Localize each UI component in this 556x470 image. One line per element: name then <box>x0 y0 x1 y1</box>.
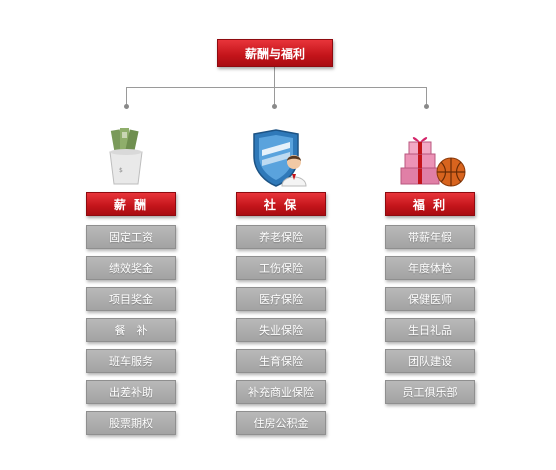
branch-dot-welfare <box>424 104 429 109</box>
money-cup-icon: $ <box>104 128 148 190</box>
welfare-item: 保健医师 <box>385 287 475 311</box>
welfare-item: 团队建设 <box>385 349 475 373</box>
branch-dot-insurance <box>272 104 277 109</box>
social-insurance-item: 生育保险 <box>236 349 326 373</box>
social-insurance-item: 住房公积金 <box>236 411 326 435</box>
shield-doctor-icon <box>250 128 308 194</box>
gift-basketball-icon <box>397 128 467 192</box>
salary-item: 固定工资 <box>86 225 176 249</box>
category-header-social-insurance: 社 保 <box>236 192 326 216</box>
salary-item: 项目奖金 <box>86 287 176 311</box>
social-insurance-item: 补充商业保险 <box>236 380 326 404</box>
welfare-item: 生日礼品 <box>385 318 475 342</box>
welfare-item: 带薪年假 <box>385 225 475 249</box>
salary-item: 股票期权 <box>86 411 176 435</box>
svg-text:$: $ <box>119 167 123 174</box>
category-header-salary: 薪 酬 <box>86 192 176 216</box>
branch-connector-insurance <box>274 87 275 105</box>
root-connector <box>274 67 275 87</box>
social-insurance-item: 养老保险 <box>236 225 326 249</box>
root-node: 薪酬与福利 <box>217 39 333 67</box>
horizontal-connector <box>126 87 426 88</box>
social-insurance-item: 失业保险 <box>236 318 326 342</box>
branch-connector-salary <box>126 87 127 105</box>
salary-item: 绩效奖金 <box>86 256 176 280</box>
welfare-item: 员工俱乐部 <box>385 380 475 404</box>
branch-connector-welfare <box>426 87 427 105</box>
salary-item: 班车服务 <box>86 349 176 373</box>
category-header-welfare: 福 利 <box>385 192 475 216</box>
social-insurance-item: 医疗保险 <box>236 287 326 311</box>
salary-item: 出差补助 <box>86 380 176 404</box>
branch-dot-salary <box>124 104 129 109</box>
social-insurance-item: 工伤保险 <box>236 256 326 280</box>
salary-item: 餐 补 <box>86 318 176 342</box>
welfare-item: 年度体检 <box>385 256 475 280</box>
